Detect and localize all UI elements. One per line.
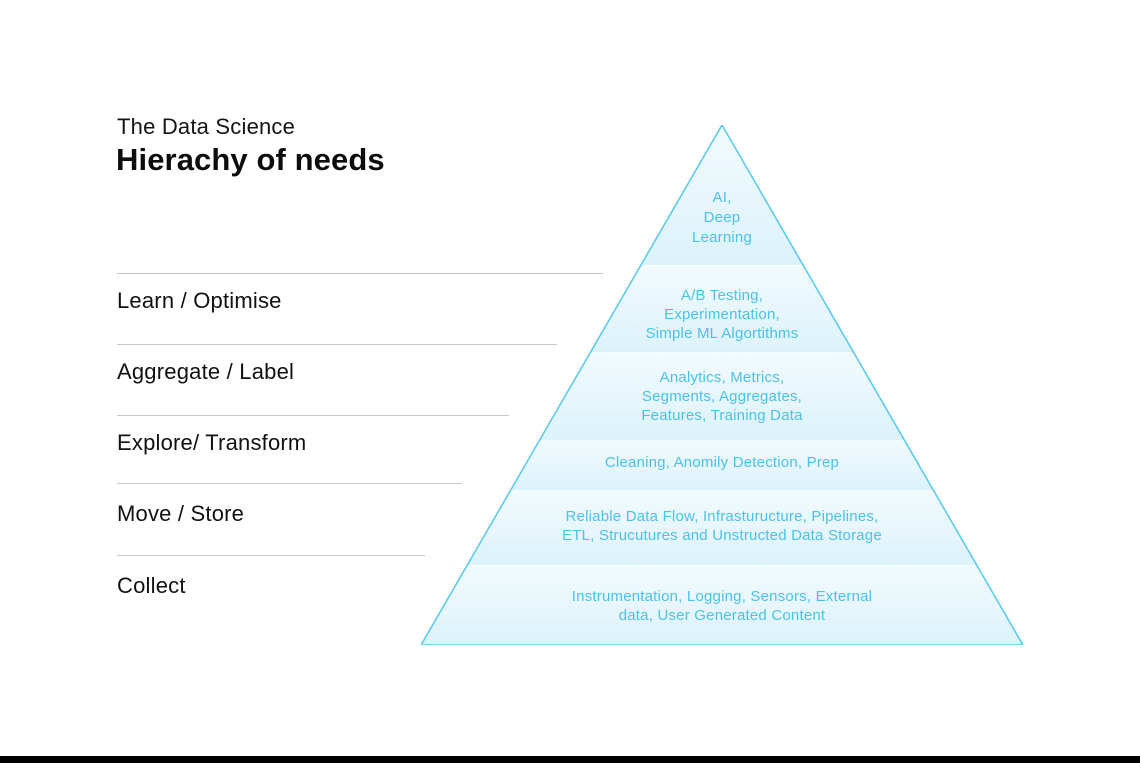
pyramid-level-5-label: Reliable Data Flow, Infrasturucture, Pip…: [562, 508, 882, 544]
footer-bar: [0, 756, 1140, 763]
divider-line-4: [117, 483, 462, 484]
stage-label-move-store: Move / Store: [117, 501, 245, 526]
divider-line-2: [117, 344, 557, 345]
pyramid-level-6-label: Instrumentation, Logging, Sensors, Exter…: [571, 588, 873, 624]
pyramid-diagram: [421, 125, 1023, 645]
stage-label-collect: Collect: [117, 573, 186, 598]
pyramid-level-3-label: Analytics, Metrics, Segments, Aggregates…: [641, 369, 803, 424]
divider-line-1: [117, 273, 603, 274]
pyramid-level-2-label: A/B Testing, Experimentation, Simple ML …: [645, 287, 799, 342]
pyramid-outline: [421, 125, 1023, 645]
title-subtitle: The Data Science: [117, 114, 296, 139]
stage-label-explore-transform: Explore/ Transform: [117, 430, 307, 455]
stage-label-aggregate-label: Aggregate / Label: [117, 359, 295, 384]
page-title: Hierachy of needs: [116, 142, 385, 177]
stage-label-learn-optimise: Learn / Optimise: [117, 288, 282, 313]
divider-line-5: [117, 555, 425, 556]
pyramid-level-1-label: AI, Deep Learning: [692, 189, 752, 246]
pyramid-level-4-label: Cleaning, Anomily Detection, Prep: [604, 454, 840, 471]
pyramid-shape: [421, 125, 1023, 645]
divider-line-3: [117, 415, 509, 416]
